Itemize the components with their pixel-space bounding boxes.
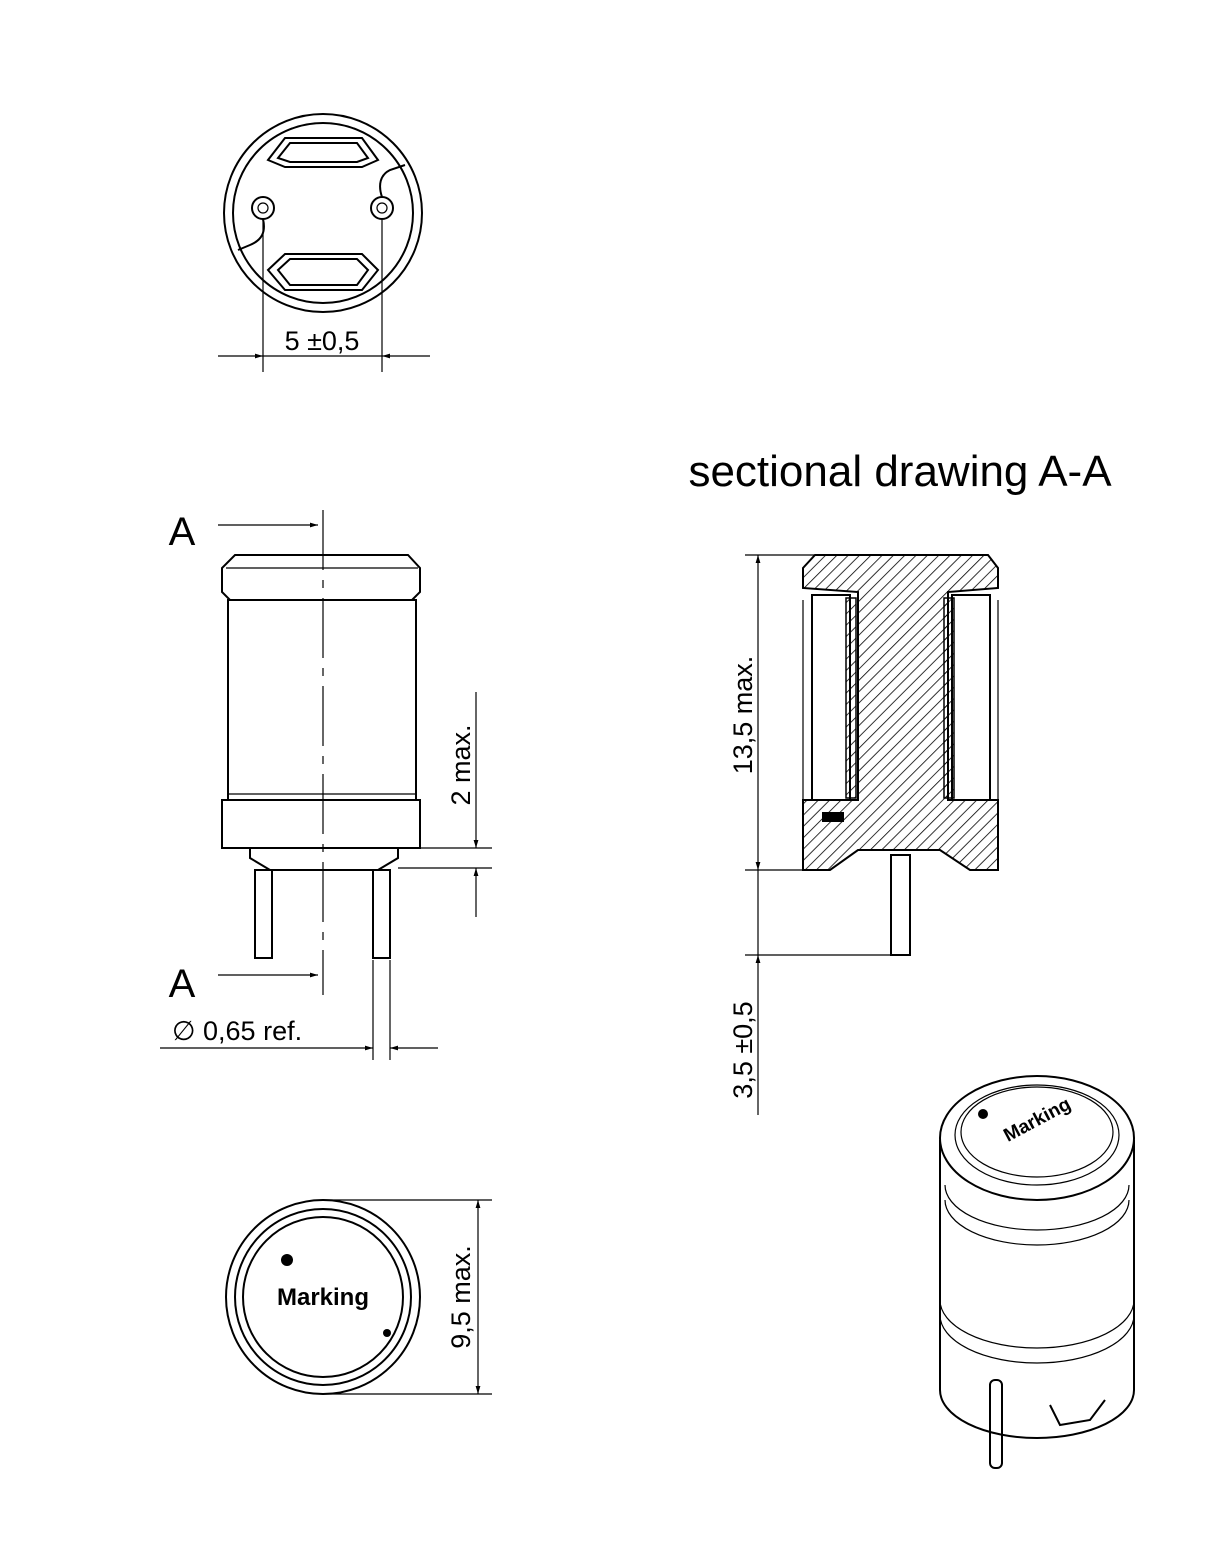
top-view: 5 ±0,5 (218, 113, 430, 372)
section-mark-bottom: A (169, 962, 196, 1006)
standoff-dimension: 2 max. (446, 724, 476, 805)
marking-label-iso: Marking (1000, 1094, 1074, 1147)
pin-length-dimension: 3,5 ±0,5 (728, 1001, 758, 1098)
pin-spacing-dimension: 5 ±0,5 (285, 326, 360, 356)
side-view: A A 2 max. ∅ 0,65 ref. (160, 510, 492, 1060)
bottom-view: Marking 9,5 max. (225, 1199, 492, 1395)
section-title: sectional drawing A-A (688, 447, 1112, 496)
section-view: 13,5 max. 3,5 ±0,5 (728, 554, 999, 1115)
diameter-dimension: 9,5 max. (446, 1245, 476, 1349)
section-mark-top: A (169, 510, 196, 554)
isometric-view: Marking (939, 1075, 1135, 1469)
marking-label: Marking (277, 1284, 369, 1311)
pin-diameter-dimension: ∅ 0,65 ref. (172, 1016, 302, 1046)
height-dimension: 13,5 max. (728, 656, 758, 775)
